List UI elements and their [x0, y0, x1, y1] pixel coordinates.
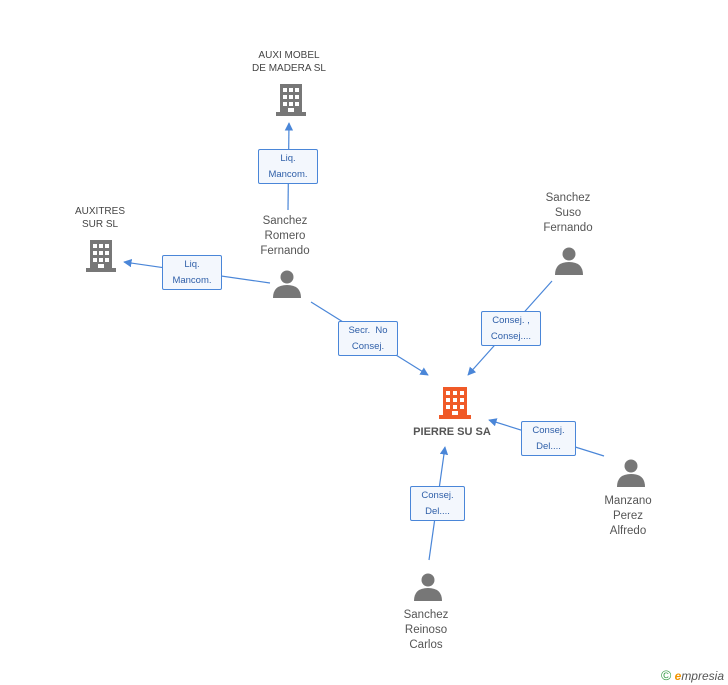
edge-label-romero-auxi[interactable]: Liq. Mancom. [258, 149, 318, 184]
building-icon-pierre[interactable] [439, 387, 471, 419]
node-label-sanchez-reinoso[interactable]: Sanchez Reinoso Carlos [403, 609, 449, 651]
edge-label-romero-auxitres[interactable]: Liq. Mancom. [162, 255, 222, 290]
edge-label-reinoso-pierre[interactable]: Consej. Del.... [410, 486, 465, 521]
edge-label-romero-pierre[interactable]: Secr. No Consej. [338, 321, 398, 356]
person-icon-sanchez-suso[interactable] [555, 247, 583, 276]
node-label-sanchez-suso[interactable]: Sanchez Suso Fernando [543, 192, 593, 234]
node-label-auxi-mobel[interactable]: AUXI MOBEL DE MADERA SL [252, 50, 326, 74]
building-icon-auxitres[interactable] [86, 240, 116, 272]
node-label-sanchez-romero[interactable]: Sanchez Romero Fernando [260, 215, 310, 257]
person-icon-sanchez-romero[interactable] [273, 270, 301, 299]
edge-label-manzano-pierre[interactable]: Consej. Del.... [521, 421, 576, 456]
node-label-manzano[interactable]: Manzano Perez Alfredo [604, 495, 652, 537]
node-label-pierre-su-sa[interactable]: PIERRE SU SA [413, 426, 491, 438]
empresia-watermark: © empresia [661, 667, 724, 683]
node-label-auxitres[interactable]: AUXITRES SUR SL [74, 206, 125, 230]
edge-label-suso-pierre[interactable]: Consej. , Consej.... [481, 311, 541, 346]
brand-logo: empresia [674, 669, 724, 683]
person-icon-manzano[interactable] [617, 459, 645, 488]
person-icon-sanchez-reinoso[interactable] [414, 573, 442, 602]
copyright-symbol: © [660, 667, 672, 683]
building-icon-auxi-mobel[interactable] [276, 84, 306, 116]
